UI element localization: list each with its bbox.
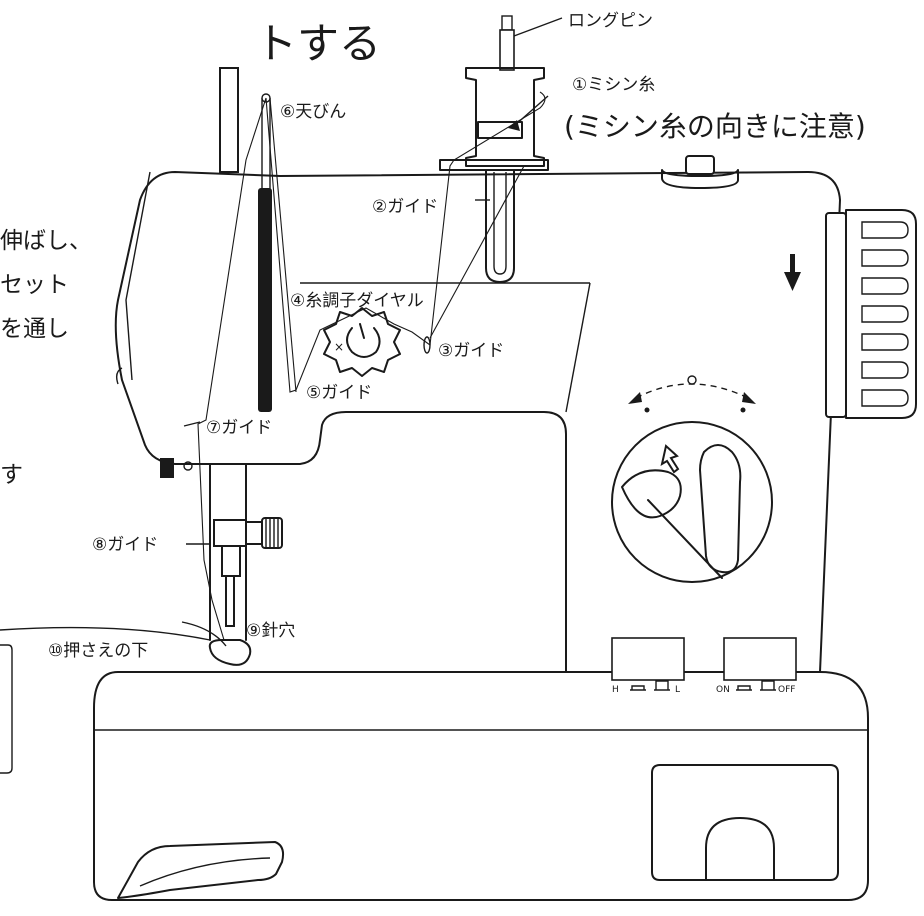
side-knob: [160, 458, 174, 478]
label-guide-8: ⑧ガイド: [92, 535, 158, 555]
top-knob: [661, 169, 739, 189]
svg-text:OFF: OFF: [778, 685, 795, 695]
speed-switch[interactable]: H L: [611, 637, 685, 695]
spool-holder: [477, 121, 523, 139]
panel-seam: [565, 282, 591, 413]
side-text-4: す: [0, 462, 23, 488]
label-guide-5: ⑤ガイド: [306, 383, 372, 403]
spool-pin: [499, 15, 515, 71]
label-spool-note: (ミシン糸の向きに注意): [564, 110, 866, 143]
dial-rotation-arrow-icon: [628, 375, 756, 413]
label-long-pin: ロングピン: [568, 11, 653, 31]
base-lip: [117, 841, 285, 899]
tension-dial[interactable]: ×: [323, 307, 401, 377]
stitch-selector-dial[interactable]: [611, 421, 773, 583]
machine-base: [93, 671, 869, 901]
guide-plate: [439, 159, 549, 171]
handwheel: [825, 209, 917, 419]
leader-lines: [0, 17, 563, 641]
label-takeup-lever: ⑥天びん: [280, 102, 346, 122]
label-presser-foot: ⑩押さえの下: [48, 641, 148, 661]
power-switch[interactable]: ON OFF: [716, 637, 797, 695]
rear-post: [219, 67, 239, 173]
label-guide-3: ③ガイド: [438, 341, 504, 361]
accessory-box-handle: [705, 817, 775, 881]
takeup-slot: [258, 188, 272, 412]
page-title: トする: [255, 19, 381, 68]
side-box: [0, 644, 13, 774]
needle-assembly: [181, 463, 283, 666]
label-tension-dial: ④糸調子ダイヤル: [290, 291, 424, 311]
bobbin-winder: [485, 169, 515, 283]
side-text-1: 伸ばし、: [0, 228, 92, 254]
svg-text:ON: ON: [716, 685, 730, 695]
svg-text:×: ×: [334, 340, 344, 354]
side-text-2: セット: [0, 272, 69, 298]
svg-text:H: H: [612, 685, 619, 695]
accessory-box: [651, 764, 839, 881]
threading-path: [197, 91, 546, 641]
svg-text:L: L: [675, 685, 680, 695]
presser-foot: [208, 639, 252, 666]
label-needle-eye: ⑨針穴: [246, 621, 295, 641]
thread-spool: [465, 67, 545, 167]
label-guide-7: ⑦ガイド: [206, 418, 272, 438]
label-guide-2: ②ガイド: [372, 197, 438, 217]
side-text-3: を通し: [0, 316, 69, 342]
label-spool: ①ミシン糸: [572, 75, 655, 95]
dial-pointer-arrow-icon: [660, 444, 680, 474]
down-arrow-icon: [784, 254, 801, 291]
